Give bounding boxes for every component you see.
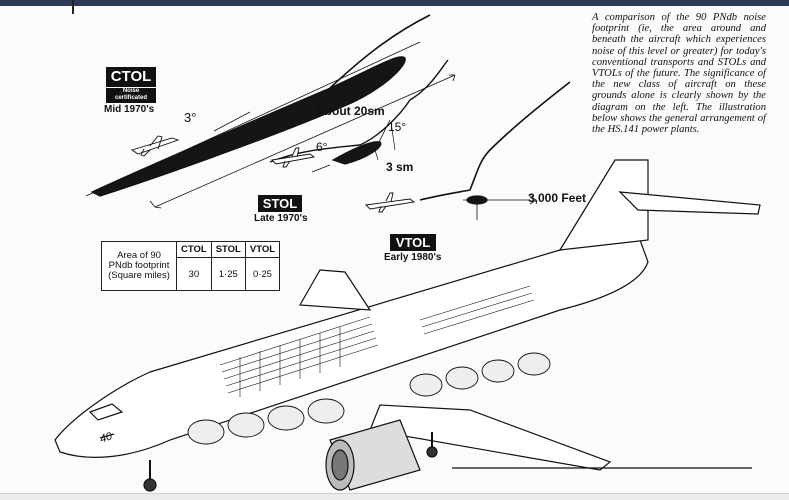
stol-label: STOL (258, 195, 302, 212)
stol-footprint (331, 141, 382, 165)
window-top-bar (0, 0, 789, 6)
table-value-vtol: 0·25 (244, 257, 281, 291)
table-row: 30 1·25 0·25 (102, 257, 281, 291)
vtol-date: Early 1980's (384, 252, 442, 263)
footprint-table: Area of 90 PNdb footprint (Square miles)… (101, 241, 281, 291)
table-value-ctol: 30 (176, 257, 212, 291)
table-header-ctol: CTOL (176, 241, 212, 258)
caption-text: A comparison of the 90 PNdb noise footpr… (592, 12, 766, 136)
ctol-label: CTOL (106, 67, 156, 87)
ctol-noise-tag: Noise certificated (106, 88, 156, 103)
ctol-date: Mid 1970's (104, 104, 155, 115)
detached-engine (325, 419, 421, 491)
table-row-label: Area of 90 PNdb footprint (Square miles) (101, 241, 177, 291)
table-header-row: Area of 90 PNdb footprint (Square miles)… (101, 241, 281, 291)
ctol-footprint (90, 56, 406, 197)
table-value-stol: 1·25 (210, 257, 246, 291)
distance-3000-feet: 3,000 Feet (528, 191, 587, 205)
vtol-label: VTOL (390, 234, 436, 251)
table-header-vtol: VTOL (244, 241, 281, 258)
stol-angle-6: 6° (316, 140, 328, 154)
cutaway-aircraft (54, 159, 761, 492)
margin-rule (72, 0, 74, 14)
table-header-stol: STOL (210, 241, 246, 258)
stol-angle-15: 15° (388, 120, 407, 134)
window-bottom-edge (0, 493, 789, 500)
stol-date: Late 1970's (254, 213, 308, 224)
distance-3sm: 3 sm (386, 160, 414, 174)
distance-about-20sm: About 20sm (316, 104, 385, 118)
ctol-angle: 3° (184, 110, 197, 125)
